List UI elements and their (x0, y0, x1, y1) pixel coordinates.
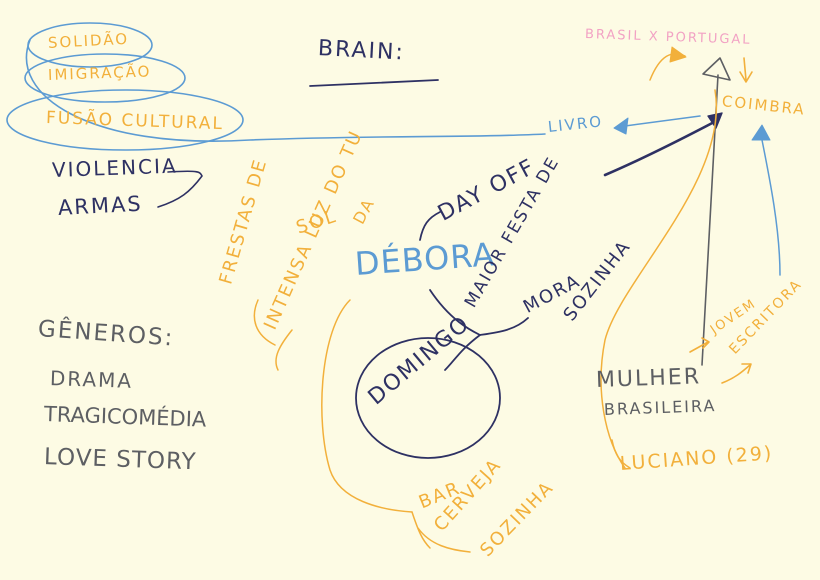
arrow-festa-coimbra (603, 118, 720, 177)
center-debora: DÉBORA (353, 235, 497, 283)
theme-solidao: SOLIDÃO (47, 29, 130, 52)
theme-oval-imigracao (24, 53, 186, 103)
line-debora-bar (321, 299, 413, 513)
line-mora (479, 317, 529, 336)
domingo-circle (355, 337, 501, 459)
line-ovals-to-livro (25, 39, 546, 142)
line-bar-branches (411, 511, 471, 553)
theme-oval-fusao (6, 89, 244, 151)
theme-imigracao: IMIGRAÇÃO (47, 62, 152, 84)
route-arrow (669, 46, 687, 63)
arrow-route-coimbra (739, 57, 753, 83)
theme-violencia: VIOLENCIA (51, 153, 178, 182)
theme-armas: ARMAS (57, 191, 144, 220)
line-livro-coimbra (624, 115, 701, 127)
title-underline (309, 79, 439, 87)
line-frestas (253, 299, 276, 346)
grey-triangle (702, 57, 731, 81)
line-intensa (275, 329, 293, 371)
woman-brasileira: BRASILEIRA (603, 396, 717, 419)
line-dayoff (419, 211, 441, 241)
luciano-tail (611, 439, 631, 469)
genre-love-story: LOVE STORY (43, 444, 197, 476)
genre-tragicomedia: TRAGICOMÉDIA (43, 402, 207, 432)
arrow-jovem (689, 337, 710, 353)
arrow-livro (613, 117, 629, 135)
arrow-mulher-escritora (721, 363, 752, 384)
arrow-coimbra-blue (751, 124, 771, 141)
line-coimbra-blue (761, 139, 781, 276)
line-coimbra-luciano (600, 89, 718, 469)
woman-mulher: MULHER (595, 364, 702, 393)
page-title: BRAIN: (317, 36, 406, 66)
bracket-violencia-armas (157, 170, 203, 208)
genre-drama: DRAMA (49, 366, 134, 393)
